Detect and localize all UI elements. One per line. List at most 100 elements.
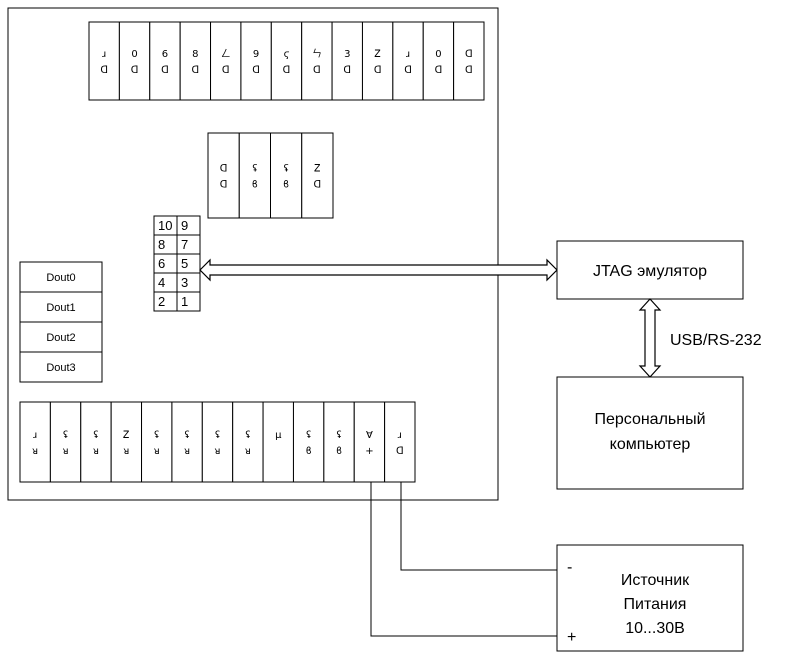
jtag-pin-number: 8: [158, 237, 165, 252]
top-connector-cell: [392, 21, 424, 101]
usb-link-arrow: [638, 298, 662, 378]
top-connector-cell: [361, 21, 394, 101]
bottom-connector-cell: [80, 401, 112, 483]
power-label-line1: Источник: [621, 572, 690, 589]
jtag-pin-number: 2: [158, 294, 165, 309]
pc-label-line2: компьютер: [610, 436, 691, 453]
dout-output-label: Dout2: [46, 332, 75, 344]
bottom-connector-pin-label: μ: [275, 430, 282, 441]
bottom-connector-cell: [323, 401, 355, 483]
plus-wire: [370, 482, 557, 637]
top-connector-cell: [149, 21, 181, 101]
dout-output-label: Dout3: [46, 362, 75, 374]
bottom-connector-cell: [110, 401, 143, 483]
top-connector-cell: [118, 21, 151, 101]
top-connector-cell: [179, 21, 212, 101]
bottom-connector-cell: [49, 401, 82, 483]
usb-link-label: USB/RS-232: [670, 332, 762, 349]
bottom-connector-cell: [353, 401, 386, 483]
top-connector-cell: [240, 21, 272, 101]
jtag-pin-number: 4: [158, 275, 165, 290]
jtag-emulator-box: JTAG эмулятор: [556, 240, 744, 300]
pc-box: Персональный компьютер: [556, 376, 744, 490]
top-connector-cell: [331, 21, 363, 101]
jtag-pin-number: 1: [181, 294, 188, 309]
minus-wire: [400, 482, 557, 571]
jtag-pin-number: 5: [181, 256, 188, 271]
jtag-pin-number: 9: [181, 218, 188, 233]
middle-connector-cell: [207, 132, 240, 219]
bottom-connector-cell: [19, 401, 51, 483]
jtag-pin-number: 3: [181, 275, 188, 290]
bottom-connector-cell: [262, 401, 294, 483]
jtag-pin-number: 6: [158, 256, 165, 271]
dout-output-box: [19, 261, 103, 293]
dout-output-box: [19, 291, 103, 323]
jtag-emulator-label: JTAG эмулятор: [593, 263, 707, 280]
top-connector-cell: [270, 21, 303, 101]
power-label-line2: Питания: [624, 596, 687, 613]
top-connector-cell: [422, 21, 455, 101]
pc-label-line1: Персональный: [594, 411, 705, 428]
power-supply-box: - + Источник Питания 10...30В: [556, 544, 744, 652]
top-connector-cell: [210, 21, 242, 101]
bottom-connector-cell: [141, 401, 173, 483]
jtag-pin-number: 7: [181, 237, 188, 252]
middle-connector-cell: [238, 132, 271, 219]
top-connector-cell: [88, 21, 120, 101]
bottom-connector-cell: [292, 401, 325, 483]
jtag-pin-cell: [176, 291, 201, 312]
middle-connector-cell: [270, 132, 303, 219]
dout-output-box: [19, 321, 103, 353]
dout-output-label: Dout1: [46, 302, 75, 314]
dout-output-label: Dout0: [46, 272, 75, 284]
jtag-header: 10 9 8 7 6 5 4 3 2 1: [153, 215, 201, 312]
bottom-connector-cell: [201, 401, 234, 483]
top-connector-cell: [453, 21, 485, 101]
dout-output-box: [19, 351, 103, 383]
middle-connector-cell: [301, 132, 334, 219]
bottom-connector-cell: [171, 401, 203, 483]
power-minus-label: -: [567, 559, 572, 576]
top-connector-cell: [301, 21, 333, 101]
bottom-connector-cell: [384, 401, 416, 483]
power-label-line3: 10...30В: [625, 620, 685, 637]
jtag-pin-number: 10: [158, 218, 172, 233]
bottom-connector-cell: [232, 401, 264, 483]
bottom-connector-pin-label: Ɐ+: [365, 430, 373, 457]
